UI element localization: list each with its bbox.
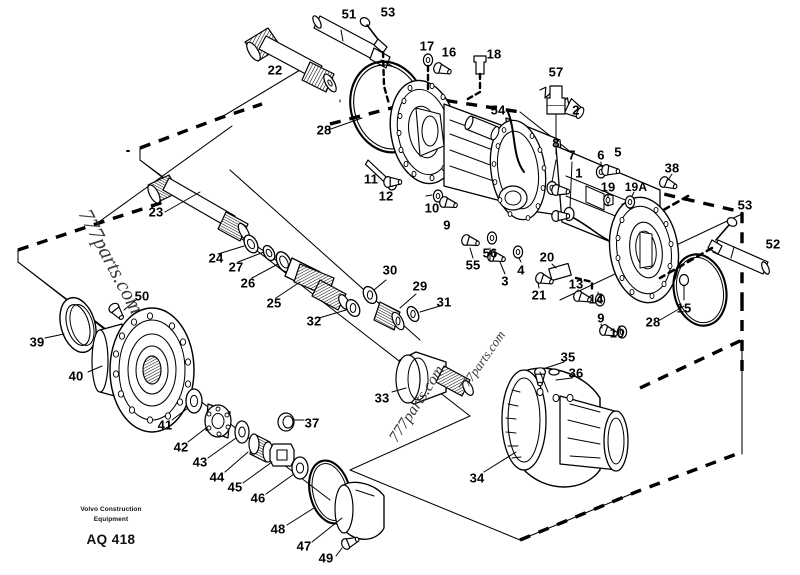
callout-27: 27 [228, 259, 244, 275]
callout-37: 37 [304, 415, 320, 431]
callout-39: 39 [29, 334, 45, 350]
callout-46: 46 [250, 490, 266, 506]
callout-16: 16 [441, 44, 457, 60]
callout-15: 15 [676, 300, 692, 316]
callout-22: 22 [267, 62, 283, 78]
callout-32: 32 [306, 313, 322, 329]
callout-55: 55 [465, 257, 481, 273]
callout-28: 28 [645, 314, 661, 330]
callout-33: 33 [374, 390, 390, 406]
callout-9: 9 [597, 310, 605, 326]
callout-36: 36 [568, 365, 584, 381]
callout-42: 42 [173, 439, 189, 455]
callout-7: 7 [568, 147, 576, 163]
callout-3: 3 [501, 273, 509, 289]
callout-30: 30 [382, 262, 398, 278]
callout-35: 35 [560, 349, 576, 365]
callout-43: 43 [192, 454, 208, 470]
callout-23: 23 [148, 204, 164, 220]
callout-54: 54 [490, 102, 506, 118]
callout-41: 41 [157, 417, 173, 433]
callout-52: 52 [765, 236, 781, 252]
callout-40: 40 [68, 368, 84, 384]
callout-13: 13 [568, 276, 584, 292]
callout-53: 53 [737, 197, 753, 213]
callout-20: 20 [539, 249, 555, 265]
callout-19: 19 [600, 179, 616, 195]
callout-31: 31 [436, 294, 452, 310]
callout-34: 34 [469, 470, 485, 486]
callout-6: 6 [597, 147, 605, 163]
callout-50: 50 [134, 288, 150, 304]
callout-21: 21 [531, 287, 547, 303]
drawing-code: AQ 418 [86, 531, 136, 547]
callout-18: 18 [486, 46, 502, 62]
callout-8: 8 [552, 135, 560, 151]
callout-19a: 19A [624, 180, 648, 194]
callout-5: 5 [614, 144, 622, 160]
footer-block: Volvo Construction Equipment AQ 418 [36, 505, 186, 547]
callout-10: 10 [424, 200, 440, 216]
callout-49: 49 [318, 550, 334, 566]
callout-17: 17 [419, 38, 435, 54]
callout-14: 14 [588, 291, 604, 307]
callout-29: 29 [412, 278, 428, 294]
callout-44: 44 [209, 469, 225, 485]
callout-47: 47 [296, 538, 312, 554]
callout-25: 25 [266, 295, 282, 311]
callout-45: 45 [227, 479, 243, 495]
callout-51: 51 [341, 6, 357, 22]
callout-24: 24 [208, 250, 224, 266]
callout-57: 57 [548, 64, 564, 80]
callout-28: 28 [316, 122, 332, 138]
callout-56: 56 [482, 245, 498, 261]
callout-48: 48 [270, 521, 286, 537]
callout-26: 26 [240, 275, 256, 291]
callout-9: 9 [443, 217, 451, 233]
callout-38: 38 [664, 160, 680, 176]
company-name-line2: Equipment [93, 515, 129, 523]
company-name-line1: Volvo Construction [80, 506, 142, 513]
callout-12: 12 [378, 188, 394, 204]
callout-1: 1 [575, 165, 583, 181]
callout-2: 2 [572, 102, 580, 118]
callout-10: 10 [609, 325, 625, 341]
callout-4: 4 [517, 262, 525, 278]
callout-11: 11 [363, 171, 379, 187]
callout-53: 53 [380, 4, 396, 20]
